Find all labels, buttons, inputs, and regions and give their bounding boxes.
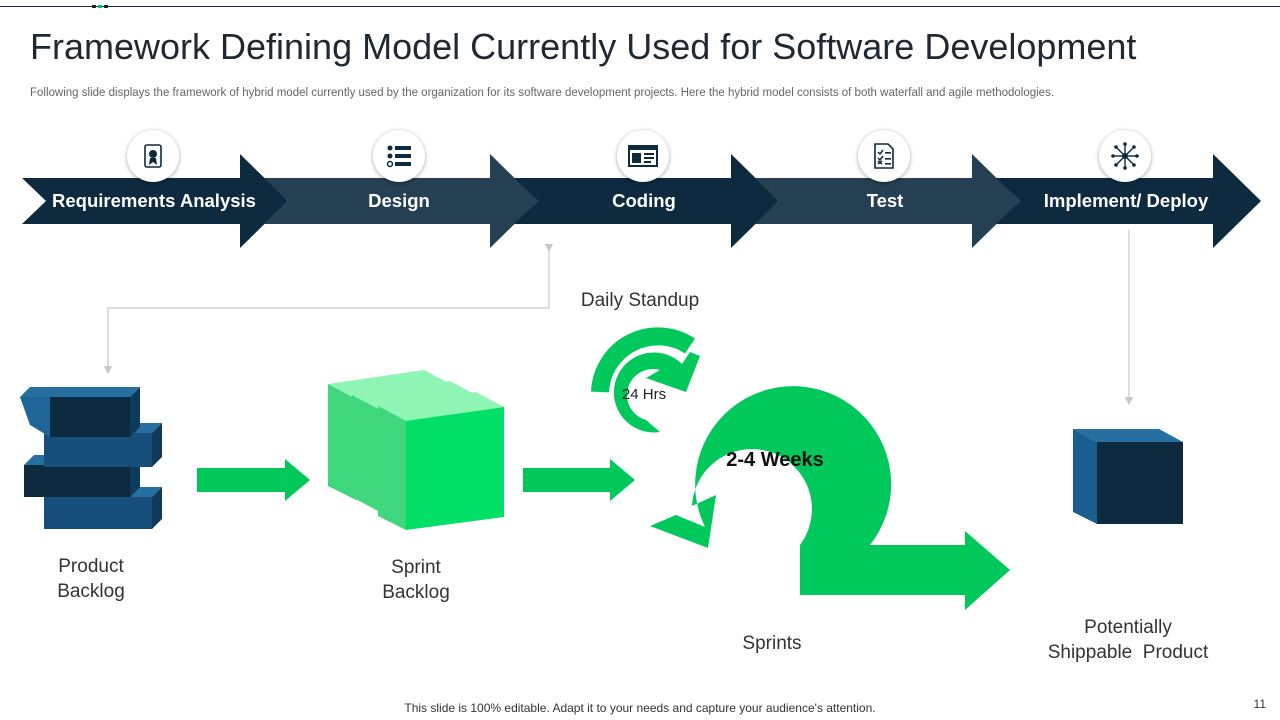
page-title: Framework Defining Model Currently Used … xyxy=(30,26,1137,67)
waterfall-chevron xyxy=(996,154,1261,248)
footer-note: This slide is 100% editable. Adapt it to… xyxy=(404,701,876,715)
page-subtitle: Following slide displays the framework o… xyxy=(30,87,1055,99)
step-design-label: Design xyxy=(368,190,430,211)
page-number: 11 xyxy=(1253,697,1266,711)
step-deploy-label: Implement/ Deploy xyxy=(1043,190,1209,211)
waterfall-chevron xyxy=(514,154,779,248)
daily-standup-label: Daily Standup xyxy=(580,290,700,311)
step-coding-label: Coding xyxy=(612,190,676,211)
product-backlog-icon xyxy=(20,387,162,529)
top-marker xyxy=(98,5,102,8)
checklist-icon xyxy=(858,130,910,182)
top-marker xyxy=(92,5,96,8)
settings-list-icon xyxy=(373,130,425,182)
standup-connector xyxy=(103,243,554,375)
step-requirements-label: Requirements Analysis xyxy=(52,190,256,211)
network-icon xyxy=(1099,130,1151,182)
shippable-product-icon xyxy=(1073,429,1183,524)
top-marker xyxy=(104,5,108,8)
sprint-backlog-icon xyxy=(328,370,504,530)
weeks-label: 2-4 Weeks xyxy=(726,449,824,471)
waterfall-chevron xyxy=(22,154,288,248)
sprint-cycle-icon xyxy=(591,327,1010,610)
waterfall-chevron xyxy=(755,154,1020,248)
badge-icon xyxy=(127,130,179,182)
waterfall-chevron xyxy=(264,154,538,248)
top-rule xyxy=(0,6,1280,7)
hours-label: 24 Hrs xyxy=(621,386,667,403)
flow-arrow xyxy=(523,459,635,501)
step-test-label: Test xyxy=(866,190,904,211)
sprints-label: Sprints xyxy=(742,633,802,654)
flow-arrow xyxy=(197,459,310,501)
code-window-icon xyxy=(617,130,669,182)
